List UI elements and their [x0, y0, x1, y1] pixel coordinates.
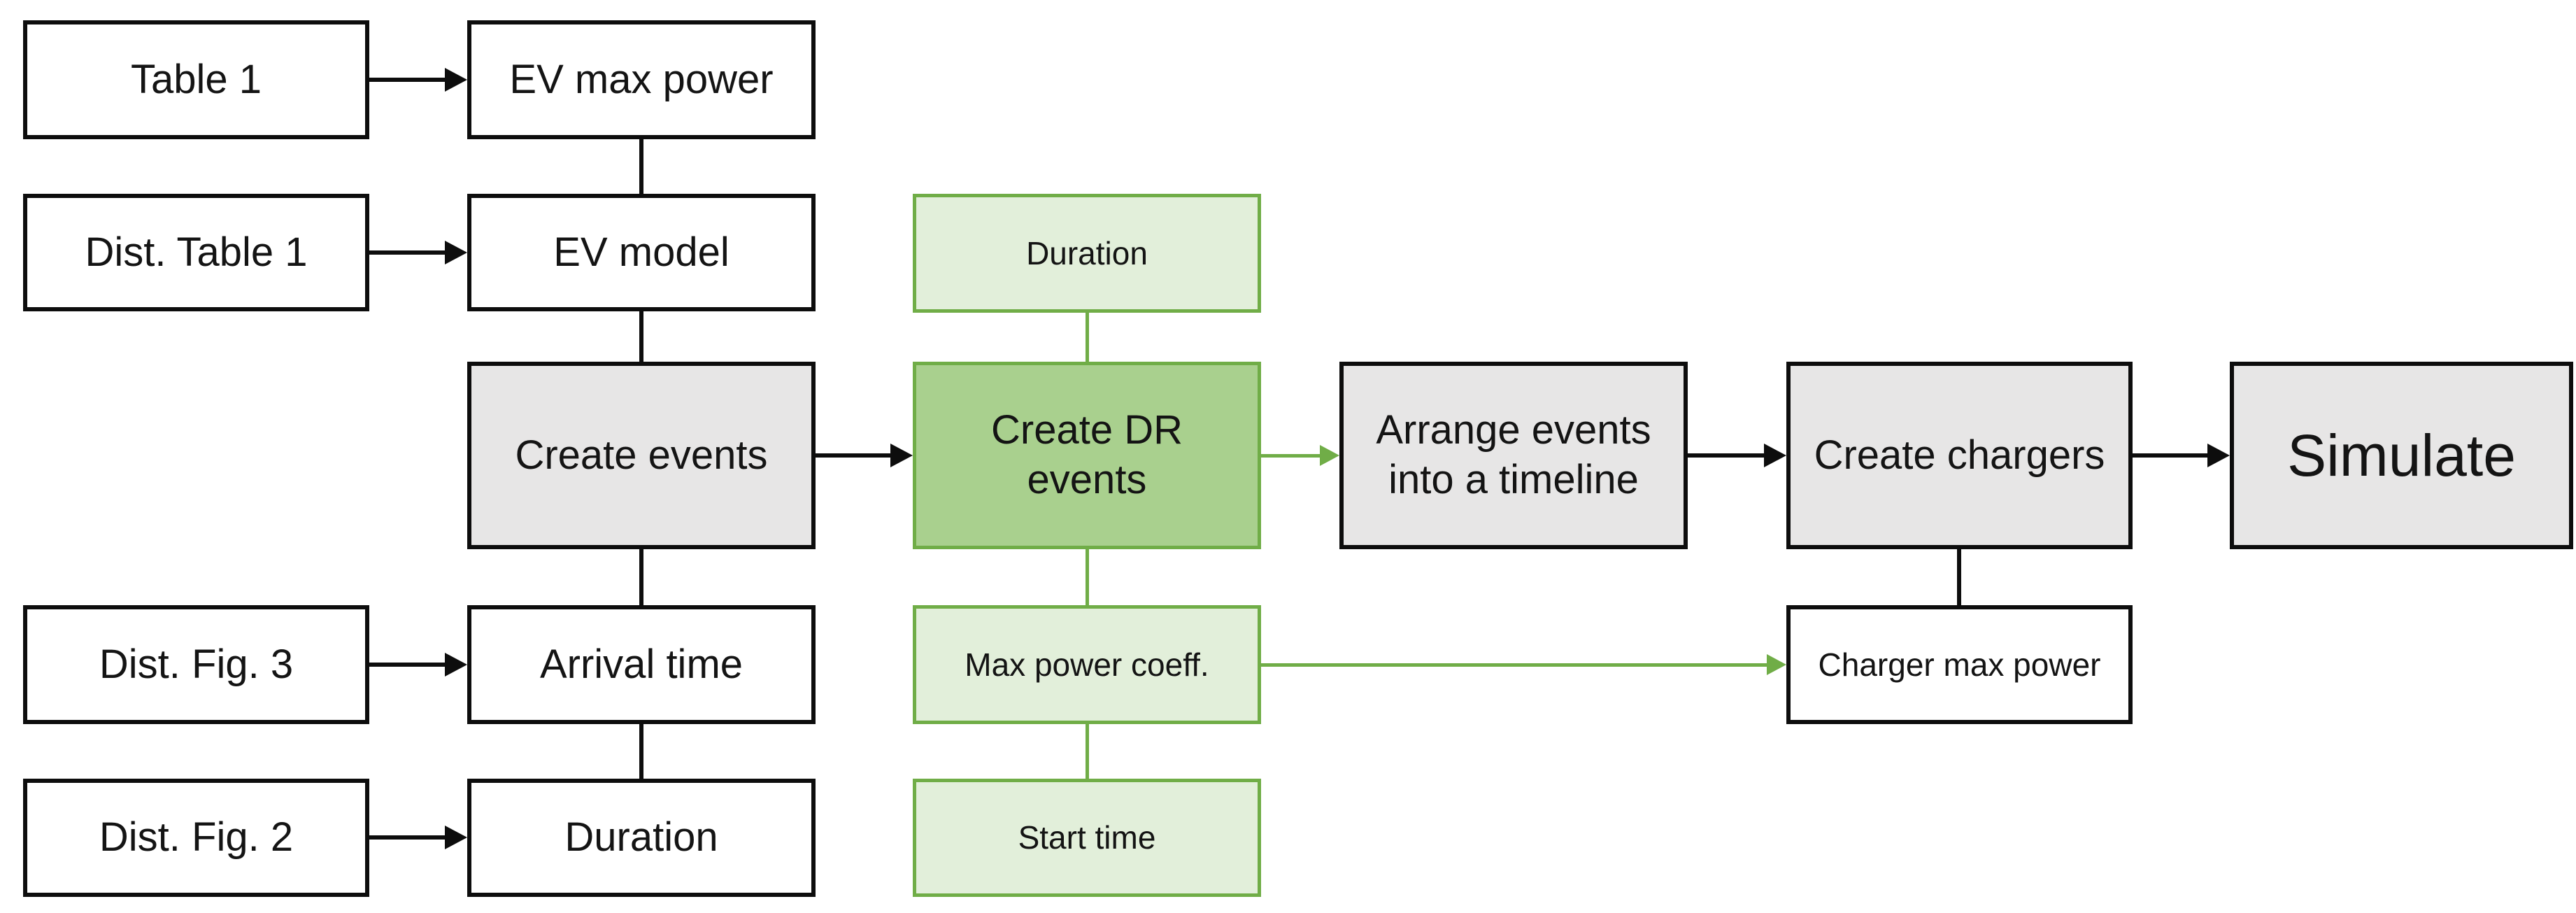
- line-ev-model-to-create-events: [639, 311, 643, 362]
- arrow-head-dist-fig3-to-arrival-time: [445, 653, 467, 677]
- node-create-dr-events: Create DR events: [913, 362, 1261, 549]
- arrow-line-max-power-coeff-to-charger-max-power: [1261, 663, 1767, 667]
- node-max-power-coeff: Max power coeff.: [913, 605, 1261, 724]
- line-create-dr-to-max-power-coeff: [1086, 549, 1089, 605]
- arrow-head-max-power-coeff-to-charger-max-power: [1767, 654, 1786, 675]
- arrow-head-table1-to-ev-max-power: [445, 68, 467, 92]
- line-create-events-to-arrival-time: [639, 549, 643, 605]
- node-arrange-events: Arrange events into a timeline: [1339, 362, 1688, 549]
- node-charger-max-power: Charger max power: [1786, 605, 2133, 724]
- node-simulate: Simulate: [2230, 362, 2573, 549]
- arrow-line-create-dr-to-arrange: [1261, 454, 1323, 458]
- node-dist-fig-2: Dist. Fig. 2: [23, 779, 369, 897]
- arrow-head-dist-table1-to-ev-model: [445, 241, 467, 264]
- node-duration-input: Duration: [913, 194, 1261, 313]
- line-ev-max-power-to-ev-model: [639, 139, 643, 194]
- arrow-line-arrange-to-create-chargers: [1688, 453, 1767, 458]
- line-duration-input-to-create-dr: [1086, 313, 1089, 362]
- node-dist-fig-3: Dist. Fig. 3: [23, 605, 369, 724]
- arrow-head-create-chargers-to-simulate: [2207, 444, 2230, 467]
- node-create-events: Create events: [467, 362, 816, 549]
- arrow-head-arrange-to-create-chargers: [1764, 444, 1786, 467]
- node-ev-model: EV model: [467, 194, 816, 311]
- node-create-chargers: Create chargers: [1786, 362, 2133, 549]
- arrow-head-create-events-to-create-dr: [890, 444, 913, 467]
- arrow-line-dist-table1-to-ev-model: [369, 250, 448, 255]
- arrow-line-table1-to-ev-max-power: [369, 78, 448, 82]
- arrow-line-dist-fig3-to-arrival-time: [369, 663, 448, 667]
- line-create-chargers-to-charger-max-power: [1957, 549, 1961, 605]
- line-arrival-time-to-duration: [639, 724, 643, 779]
- arrow-line-create-events-to-create-dr: [816, 453, 893, 458]
- node-ev-max-power: EV max power: [467, 20, 816, 139]
- arrow-line-dist-fig2-to-duration: [369, 835, 448, 840]
- line-max-power-coeff-to-start-time: [1086, 724, 1089, 779]
- arrow-head-dist-fig2-to-duration: [445, 826, 467, 849]
- node-dist-table-1: Dist. Table 1: [23, 194, 369, 311]
- arrow-head-create-dr-to-arrange: [1320, 445, 1339, 466]
- node-start-time: Start time: [913, 779, 1261, 897]
- arrow-line-create-chargers-to-simulate: [2133, 453, 2210, 458]
- node-table-1: Table 1: [23, 20, 369, 139]
- node-duration-event: Duration: [467, 779, 816, 897]
- node-arrival-time: Arrival time: [467, 605, 816, 724]
